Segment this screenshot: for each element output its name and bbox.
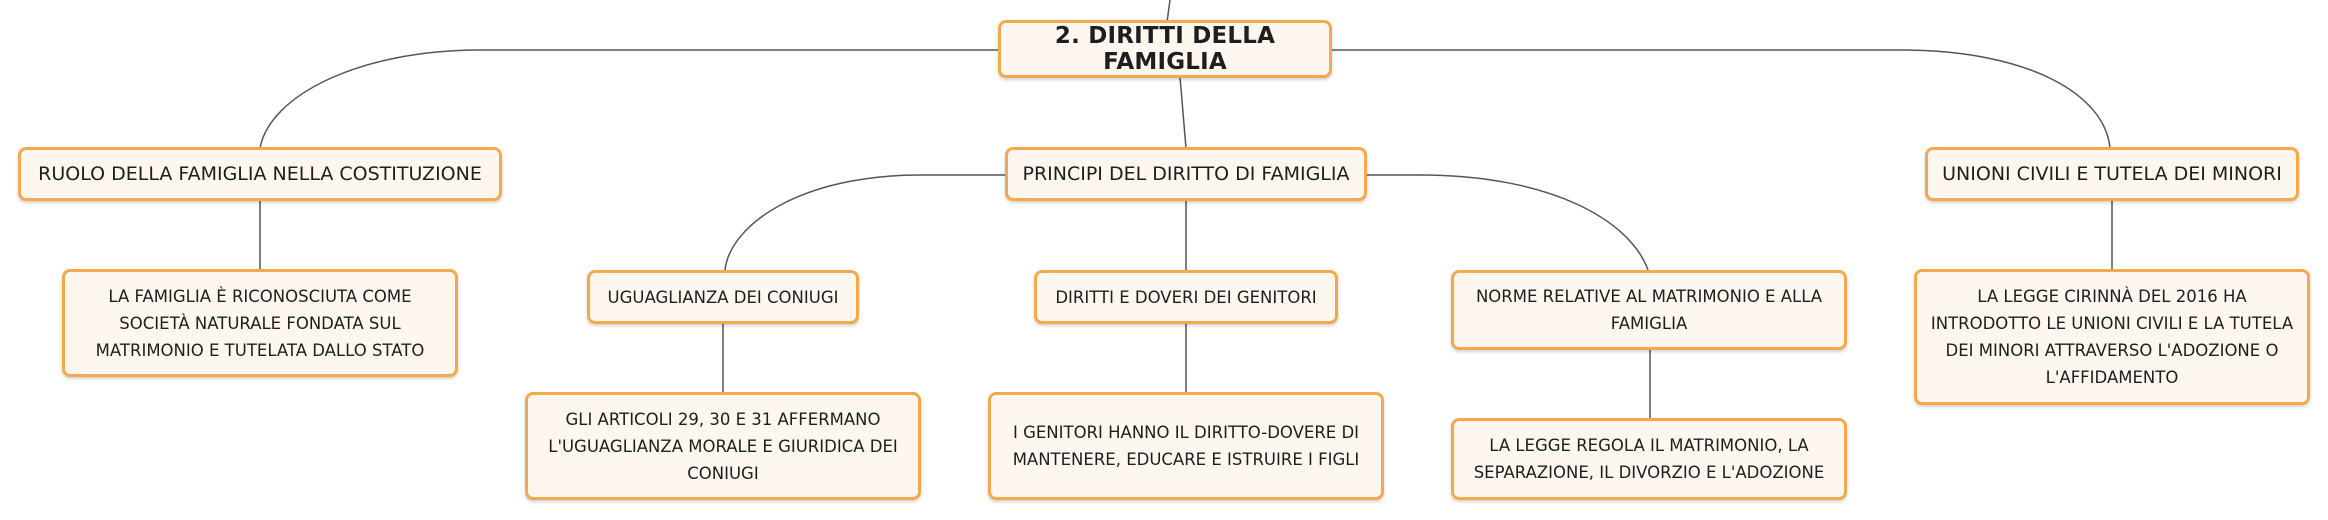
- subtopic-diritti-doveri-genitori-label: DIRITTI E DOVERI DEI GENITORI: [1055, 287, 1317, 307]
- topic-ruolo-famiglia-label: RUOLO DELLA FAMIGLIA NELLA COSTITUZIONE: [38, 163, 482, 185]
- detail-uguaglianza-coniugi-text: GLI ARTICOLI 29, 30 E 31 AFFERMANO L'UGU…: [548, 409, 898, 483]
- detail-diritti-doveri-genitori[interactable]: I GENITORI HANNO IL DIRITTO-DOVERE DI MA…: [988, 392, 1384, 500]
- topic-principi-diritto[interactable]: PRINCIPI DEL DIRITTO DI FAMIGLIA: [1005, 147, 1367, 201]
- connector-root-to-unioni: [1330, 49, 2111, 149]
- subtopic-norme-matrimonio-label: NORME RELATIVE AL MATRIMONIO E ALLA FAMI…: [1475, 287, 1823, 333]
- topic-unioni-civili[interactable]: UNIONI CIVILI E TUTELA DEI MINORI: [1925, 147, 2299, 201]
- connector-root-to-principi: [1179, 76, 1187, 149]
- detail-diritti-doveri-genitori-text: I GENITORI HANNO IL DIRITTO-DOVERE DI MA…: [1012, 423, 1360, 469]
- connector-root-to-ruolo: [259, 49, 1000, 149]
- subtopic-norme-matrimonio[interactable]: NORME RELATIVE AL MATRIMONIO E ALLA FAMI…: [1451, 270, 1847, 350]
- connector-principi-to-uguaglianza: [724, 174, 1005, 271]
- detail-uguaglianza-coniugi[interactable]: GLI ARTICOLI 29, 30 E 31 AFFERMANO L'UGU…: [525, 392, 921, 500]
- subtopic-diritti-doveri-genitori[interactable]: DIRITTI E DOVERI DEI GENITORI: [1034, 270, 1338, 324]
- detail-ruolo-famiglia[interactable]: LA FAMIGLIA È RICONOSCIUTA COME SOCIETÀ …: [62, 269, 458, 377]
- root-topic-label: 2. DIRITTI DELLA FAMIGLIA: [1054, 23, 1276, 75]
- detail-unioni-civili[interactable]: LA LEGGE CIRINNÀ DEL 2016 HA INTRODOTTO …: [1914, 269, 2310, 405]
- detail-ruolo-famiglia-text: LA FAMIGLIA È RICONOSCIUTA COME SOCIETÀ …: [95, 286, 425, 360]
- detail-unioni-civili-text: LA LEGGE CIRINNÀ DEL 2016 HA INTRODOTTO …: [1930, 287, 2294, 387]
- topic-principi-diritto-label: PRINCIPI DEL DIRITTO DI FAMIGLIA: [1022, 163, 1350, 185]
- topic-unioni-civili-label: UNIONI CIVILI E TUTELA DEI MINORI: [1942, 163, 2282, 185]
- subtopic-uguaglianza-coniugi[interactable]: UGUAGLIANZA DEI CONIUGI: [587, 270, 859, 324]
- connector-parent-to-root: [1166, 0, 1171, 23]
- subtopic-uguaglianza-coniugi-label: UGUAGLIANZA DEI CONIUGI: [607, 287, 839, 307]
- root-topic[interactable]: 2. DIRITTI DELLA FAMIGLIA: [998, 20, 1332, 78]
- detail-norme-matrimonio[interactable]: LA LEGGE REGOLA IL MATRIMONIO, LA SEPARA…: [1451, 418, 1847, 500]
- topic-ruolo-famiglia[interactable]: RUOLO DELLA FAMIGLIA NELLA COSTITUZIONE: [18, 147, 502, 201]
- detail-norme-matrimonio-text: LA LEGGE REGOLA IL MATRIMONIO, LA SEPARA…: [1473, 436, 1825, 482]
- connector-principi-to-norme: [1365, 174, 1649, 271]
